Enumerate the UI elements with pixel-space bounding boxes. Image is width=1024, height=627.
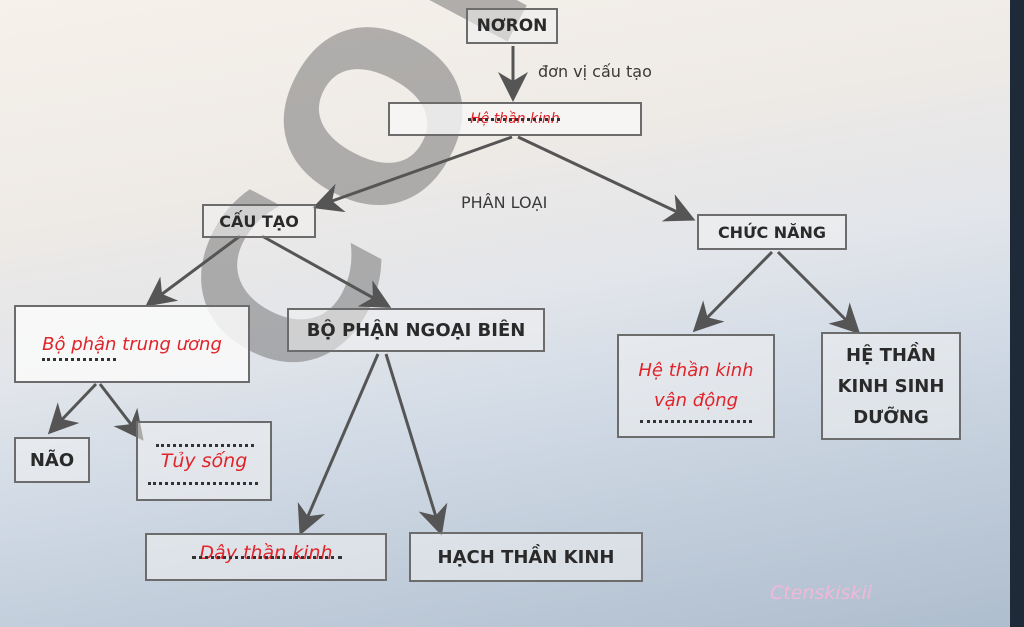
neuron-label: NƠRON: [476, 16, 548, 36]
arrow-central-to-spinal: [98, 383, 144, 441]
autonomic-label: HỆ THẦN KINH SINH DƯỠNG: [837, 344, 945, 428]
peripheral-box: BỘ PHẬN NGOẠI BIÊN: [287, 308, 545, 352]
arrow-system-to-structure: [312, 135, 513, 213]
peripheral-label: BỘ PHẬN NGOẠI BIÊN: [306, 319, 526, 341]
central-box: Bộ phận trung ương: [14, 305, 250, 383]
arrow-peripheral-to-nerves: [297, 353, 380, 536]
author-credit: Ctenskiskii: [770, 582, 873, 604]
somatic-answer: Hệ thần kinh vận động: [638, 360, 754, 411]
somatic-dots: [640, 420, 752, 423]
nervous-system-box: Hệ thần kinh: [388, 102, 642, 136]
ganglia-label: HẠCH THẦN KINH: [437, 546, 615, 568]
arrow-function-to-somatic: [692, 250, 774, 333]
brain-box: NÃO: [14, 437, 90, 483]
ganglia-box: HẠCH THẦN KINH: [409, 532, 643, 582]
nerves-answer: Dây thần kinh: [199, 542, 333, 564]
structure-box: CẤU TẠO: [202, 204, 316, 238]
arrow-central-to-brain: [47, 382, 98, 435]
structure-label: CẤU TẠO: [219, 211, 299, 231]
arrow-function-to-autonomic: [776, 250, 861, 335]
nervous-system-dots: [468, 118, 560, 121]
function-box: CHỨC NĂNG: [697, 214, 847, 250]
classification-label: PHÂN LOẠI: [461, 193, 548, 212]
central-answer: Bộ phận trung ương: [42, 333, 222, 355]
nerves-box: Dây thần kinh: [145, 533, 387, 581]
photo-edge-dark: [1010, 0, 1024, 627]
function-label: CHỨC NĂNG: [717, 222, 827, 242]
neuron-box: NƠRON: [466, 8, 558, 44]
arrow-structure-to-peripheral: [261, 234, 392, 308]
unit-label: đơn vị cấu tạo: [538, 62, 652, 81]
arrow-structure-to-central: [145, 234, 241, 307]
spinal-cord-answer: Tủy sống: [160, 450, 248, 472]
autonomic-box: HỆ THẦN KINH SINH DƯỠNG: [821, 332, 961, 440]
spinal-cord-box: Tủy sống: [136, 421, 272, 501]
arrow-peripheral-to-ganglia: [384, 353, 448, 536]
nerves-dots: [192, 556, 342, 559]
central-dots: [42, 358, 116, 361]
brain-label: NÃO: [29, 449, 75, 471]
spinal-cord-dots-bottom: [148, 482, 258, 485]
arrow-system-to-function: [517, 135, 696, 222]
spinal-cord-dots-top: [156, 444, 254, 447]
